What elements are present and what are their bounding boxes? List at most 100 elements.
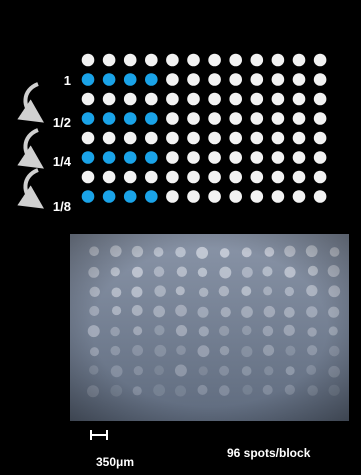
highlighted-dot — [145, 151, 158, 164]
dilution-arrow-1 — [25, 84, 38, 116]
layout-dot — [208, 112, 221, 125]
layout-dot — [272, 54, 285, 67]
layout-dot — [208, 151, 221, 164]
layout-dot — [293, 93, 306, 106]
layout-dot — [314, 190, 327, 203]
highlighted-dot — [145, 190, 158, 203]
layout-dot — [314, 132, 327, 145]
layout-dot — [166, 132, 179, 145]
highlighted-dot — [124, 151, 137, 164]
layout-dot — [250, 151, 263, 164]
layout-dot — [229, 132, 242, 145]
layout-dot — [187, 151, 200, 164]
layout-dot — [229, 73, 242, 86]
layout-dot — [166, 171, 179, 184]
layout-dot — [82, 54, 95, 67]
highlighted-dot — [103, 112, 116, 125]
layout-dot — [166, 112, 179, 125]
layout-dot — [187, 132, 200, 145]
layout-dot — [250, 73, 263, 86]
layout-dot — [166, 54, 179, 67]
layout-dot — [166, 93, 179, 106]
layout-dot — [124, 54, 137, 67]
layout-dot — [250, 54, 263, 67]
layout-dot — [272, 190, 285, 203]
layout-dot — [208, 54, 221, 67]
layout-dot — [103, 93, 116, 106]
layout-dot — [229, 151, 242, 164]
layout-dot — [145, 132, 158, 145]
layout-dot — [250, 171, 263, 184]
layout-dot — [208, 132, 221, 145]
layout-dot — [166, 73, 179, 86]
layout-dot — [82, 93, 95, 106]
layout-dot — [124, 93, 137, 106]
layout-dot — [250, 93, 263, 106]
layout-dot — [103, 132, 116, 145]
layout-dot — [208, 171, 221, 184]
dilution-label-1-4: 1/4 — [31, 154, 71, 169]
layout-dot — [187, 93, 200, 106]
highlighted-dot — [103, 190, 116, 203]
layout-dot — [103, 54, 116, 67]
layout-dot — [314, 171, 327, 184]
layout-dot — [208, 93, 221, 106]
layout-dot — [250, 190, 263, 203]
layout-dot — [145, 93, 158, 106]
layout-dot — [208, 73, 221, 86]
layout-dot — [124, 171, 137, 184]
layout-dot — [272, 171, 285, 184]
layout-dot — [145, 54, 158, 67]
layout-dot — [208, 190, 221, 203]
dilution-arrow-3 — [25, 170, 38, 202]
layout-dot — [314, 151, 327, 164]
layout-dot — [187, 73, 200, 86]
highlighted-dot — [124, 73, 137, 86]
layout-dot — [272, 151, 285, 164]
highlighted-dot — [82, 112, 95, 125]
spot-array-photo — [70, 234, 349, 421]
layout-dot — [229, 190, 242, 203]
layout-dot — [272, 73, 285, 86]
highlighted-dot — [124, 112, 137, 125]
layout-dot — [229, 171, 242, 184]
scale-bar-label: 350μm — [96, 455, 134, 469]
layout-dot — [314, 54, 327, 67]
layout-dot — [250, 132, 263, 145]
layout-dot — [187, 54, 200, 67]
layout-dot — [272, 93, 285, 106]
layout-dot — [229, 54, 242, 67]
highlighted-dot — [145, 112, 158, 125]
highlighted-dot — [82, 190, 95, 203]
layout-dot — [293, 73, 306, 86]
layout-dot — [166, 151, 179, 164]
layout-dot — [124, 132, 137, 145]
layout-dot — [293, 171, 306, 184]
layout-dot — [145, 171, 158, 184]
layout-dot — [187, 112, 200, 125]
layout-dot — [314, 93, 327, 106]
layout-dot — [293, 54, 306, 67]
dilution-label-1: 1 — [31, 73, 71, 88]
layout-dot — [229, 112, 242, 125]
layout-dot — [272, 132, 285, 145]
layout-dot — [293, 151, 306, 164]
layout-dot — [229, 93, 242, 106]
highlighted-dot — [103, 151, 116, 164]
layout-dot — [293, 190, 306, 203]
layout-dot — [82, 132, 95, 145]
spots-per-block-caption: 96 spots/block — [227, 446, 310, 460]
dilution-label-1-2: 1/2 — [31, 115, 71, 130]
layout-dot — [250, 112, 263, 125]
layout-dot — [272, 112, 285, 125]
layout-dot — [166, 190, 179, 203]
layout-dot — [82, 171, 95, 184]
layout-dot — [293, 132, 306, 145]
highlighted-dot — [82, 151, 95, 164]
highlighted-dot — [82, 73, 95, 86]
photo-vignette — [70, 234, 349, 421]
layout-dot — [293, 112, 306, 125]
layout-dot — [103, 171, 116, 184]
layout-dot — [187, 171, 200, 184]
